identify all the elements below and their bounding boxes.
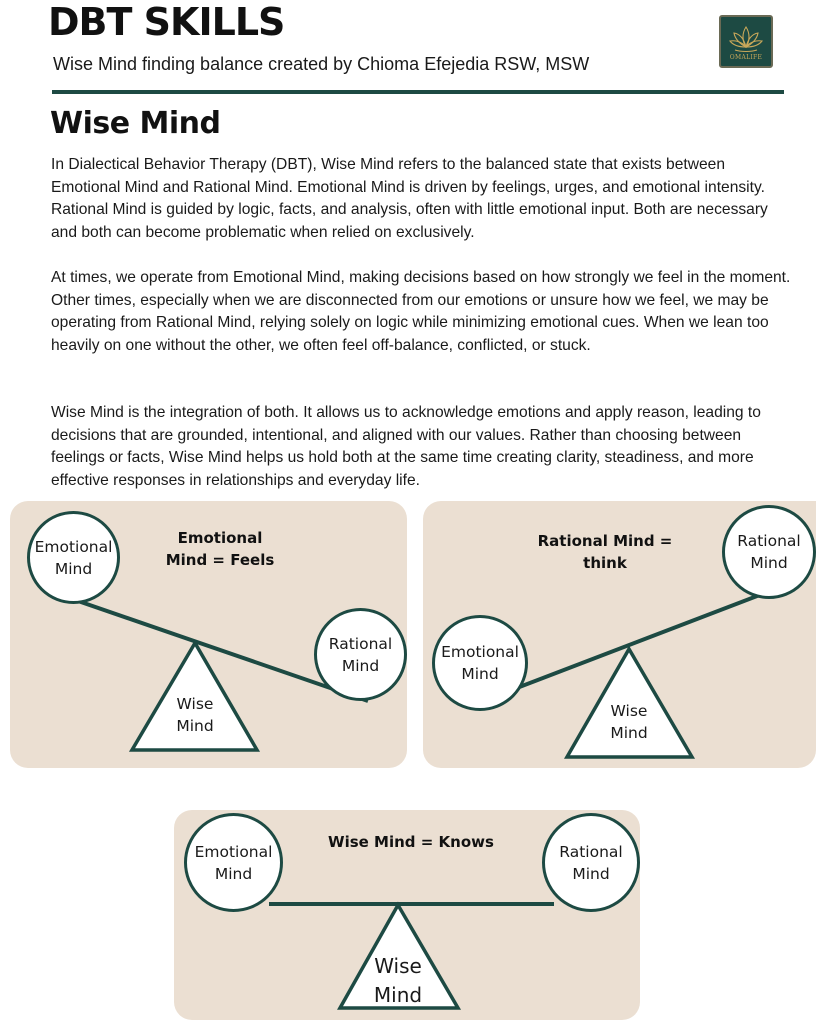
logo-wordmark: OMALIFE [729,54,763,61]
circle-label: Mind [214,864,253,883]
emotional-caption: Emotional Mind = Feels [140,527,300,571]
omalife-logo: OMALIFE [719,15,773,68]
header-divider [52,90,784,94]
circle-label: Rational [559,842,623,861]
page-title: DBT SKILLS [48,0,285,44]
fulcrum-label: Wise [610,702,648,720]
caption-line: think [583,554,627,572]
circle-label: Emotional [441,643,519,661]
paragraph-imbalance: At times, we operate from Emotional Mind… [51,269,791,354]
caption-line: Rational Mind = [537,532,673,550]
circle-label: Mind [750,554,788,572]
circle-label: Rational [737,532,801,550]
circle-label: Emotional [194,842,273,861]
caption-line: Emotional [177,529,263,547]
seesaw-beam [487,591,766,701]
paragraph-intro: In Dialectical Behavior Therapy (DBT), W… [51,156,768,241]
emotional-seesaw-graphic [77,599,369,752]
seesaw-beam [77,599,369,703]
wise-seesaw-graphic [269,901,554,1010]
fulcrum-triangle [563,645,696,759]
wise-caption: Wise Mind = Knows [328,833,494,851]
section-heading: Wise Mind [50,106,221,141]
wise-mind-fulcrum-label: Wise Mind [353,952,443,1010]
fulcrum-label: Wise [374,954,422,978]
paragraph-integration: Wise Mind is the integration of both. It… [51,404,761,489]
page-subtitle: Wise Mind finding balance created by Chi… [53,54,590,74]
circle-label: Mind [341,656,380,675]
fulcrum-label: Mind [176,717,214,735]
circle-label: Mind [572,864,610,883]
fulcrum-triangle [337,901,462,1010]
fulcrum-label: Mind [373,983,423,1007]
lotus-icon [729,26,763,53]
fulcrum-triangle [128,639,261,752]
wise-mind-fulcrum-label: Wise Mind [589,700,669,744]
circle-label: Emotional [34,537,113,556]
wise-mind-fulcrum-label: Wise Mind [155,693,235,737]
rational-caption: Rational Mind = think [525,530,685,574]
circle-label: Mind [461,665,499,683]
rational-seesaw-graphic [487,591,766,759]
caption-line: Mind = Feels [165,551,275,569]
circle-label: Mind [54,559,93,578]
fulcrum-label: Mind [610,724,648,742]
circle-label: Rational [328,634,393,653]
fulcrum-label: Wise [176,695,214,713]
